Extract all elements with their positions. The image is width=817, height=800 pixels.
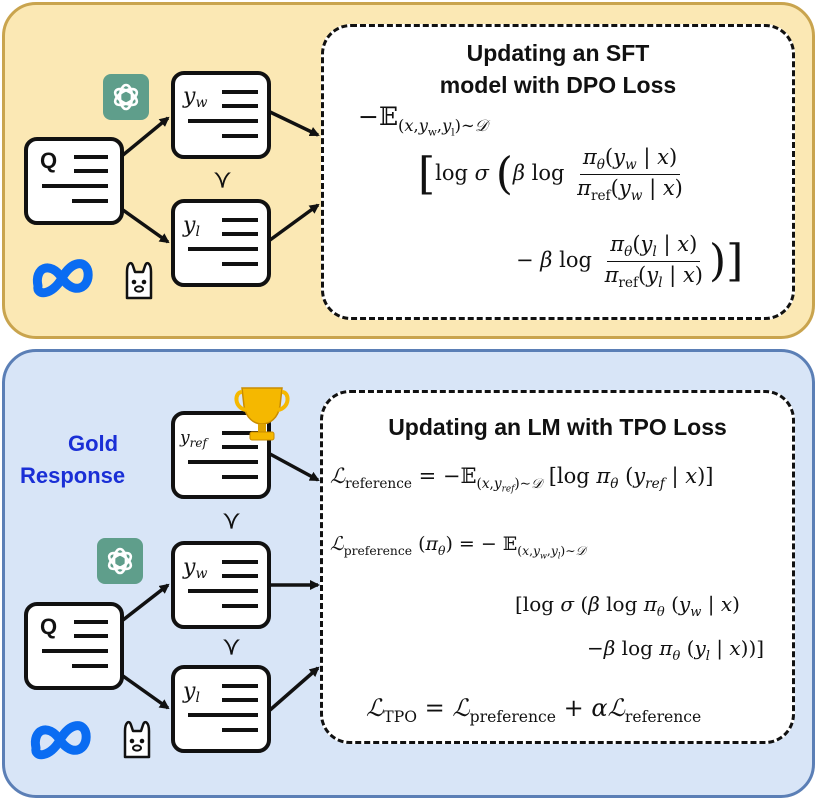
tpo-preference-loss-line3: −β log πθ (yl | x))] xyxy=(587,636,765,664)
dpo-equation-box: Updating an SFT model with DPO Loss xyxy=(321,24,795,320)
dpo-response-l-box: yl xyxy=(171,199,271,287)
tpo-response-w-box: yw xyxy=(171,541,271,629)
tpo-query-label: Q xyxy=(40,614,57,639)
openai-logo-icon xyxy=(103,74,149,120)
dpo-formula-line1: −𝔼(x,yw,yl)∼𝒟 xyxy=(358,102,488,139)
dpo-arrow-yl-to-box xyxy=(268,203,320,242)
tpo-arrow-yref-to-box xyxy=(269,452,320,482)
tpo-total-loss: ℒTPO = ℒpreference + αℒreference xyxy=(366,694,702,726)
tpo-arrow-yl-to-box xyxy=(268,666,320,712)
llama-icon xyxy=(125,261,153,300)
gold-response-label: Gold Response xyxy=(20,428,180,492)
dpo-title-line2: model with DPO Loss xyxy=(439,72,677,98)
dpo-query-label: Q xyxy=(40,148,57,173)
tpo-response-ref-box: yref xyxy=(171,411,271,499)
dpo-formula-line2: [log σ (β log πθ(yw | x)πref(yw | x) xyxy=(418,145,683,205)
llama-icon xyxy=(123,720,151,759)
gold-label-line2: Response xyxy=(20,463,126,488)
tpo-query-box: Q xyxy=(24,602,124,690)
dpo-response-w-box: yw xyxy=(171,71,271,159)
dpo-arrow-q-to-yw xyxy=(121,116,170,157)
tpo-arrow-q-to-yw xyxy=(121,583,170,622)
tpo-reference-loss: ℒreference = −𝔼(x,yref)∼𝒟 [log πθ (yref … xyxy=(330,464,714,495)
dpo-formula-line3: − β log πθ(yl | x)πref(yl | x))] xyxy=(516,232,744,292)
dpo-arrow-yw-to-box xyxy=(269,110,320,137)
dpo-preference-symbol: ≻ xyxy=(209,170,237,190)
meta-logo-icon xyxy=(32,259,93,298)
dpo-arrow-q-to-yl xyxy=(121,208,170,244)
dpo-yw-label: yw xyxy=(182,84,207,111)
dpo-title-line1: Updating an SFT xyxy=(466,40,650,66)
tpo-response-l-box: yl xyxy=(171,665,271,753)
gold-label-line1: Gold xyxy=(68,431,119,456)
tpo-arrow-q-to-yl xyxy=(121,674,170,710)
openai-logo-icon xyxy=(97,538,143,584)
tpo-equation-box: Updating an LM with TPO Loss xyxy=(320,390,795,744)
tpo-title: Updating an LM with TPO Loss xyxy=(388,414,727,440)
tpo-preference-loss-line1: ℒpreference (πθ) = − 𝔼(x,yw,yl)∼𝒟 xyxy=(330,533,586,561)
trophy-icon xyxy=(234,387,290,441)
tpo-preference-symbol-1: ≻ xyxy=(218,511,246,531)
meta-logo-icon xyxy=(30,721,91,760)
tpo-preference-loss-line2: [log σ (β log πθ (yw | x) xyxy=(515,592,740,620)
tpo-preference-symbol-2: ≻ xyxy=(218,637,246,657)
dpo-query-box: Q xyxy=(24,137,124,225)
